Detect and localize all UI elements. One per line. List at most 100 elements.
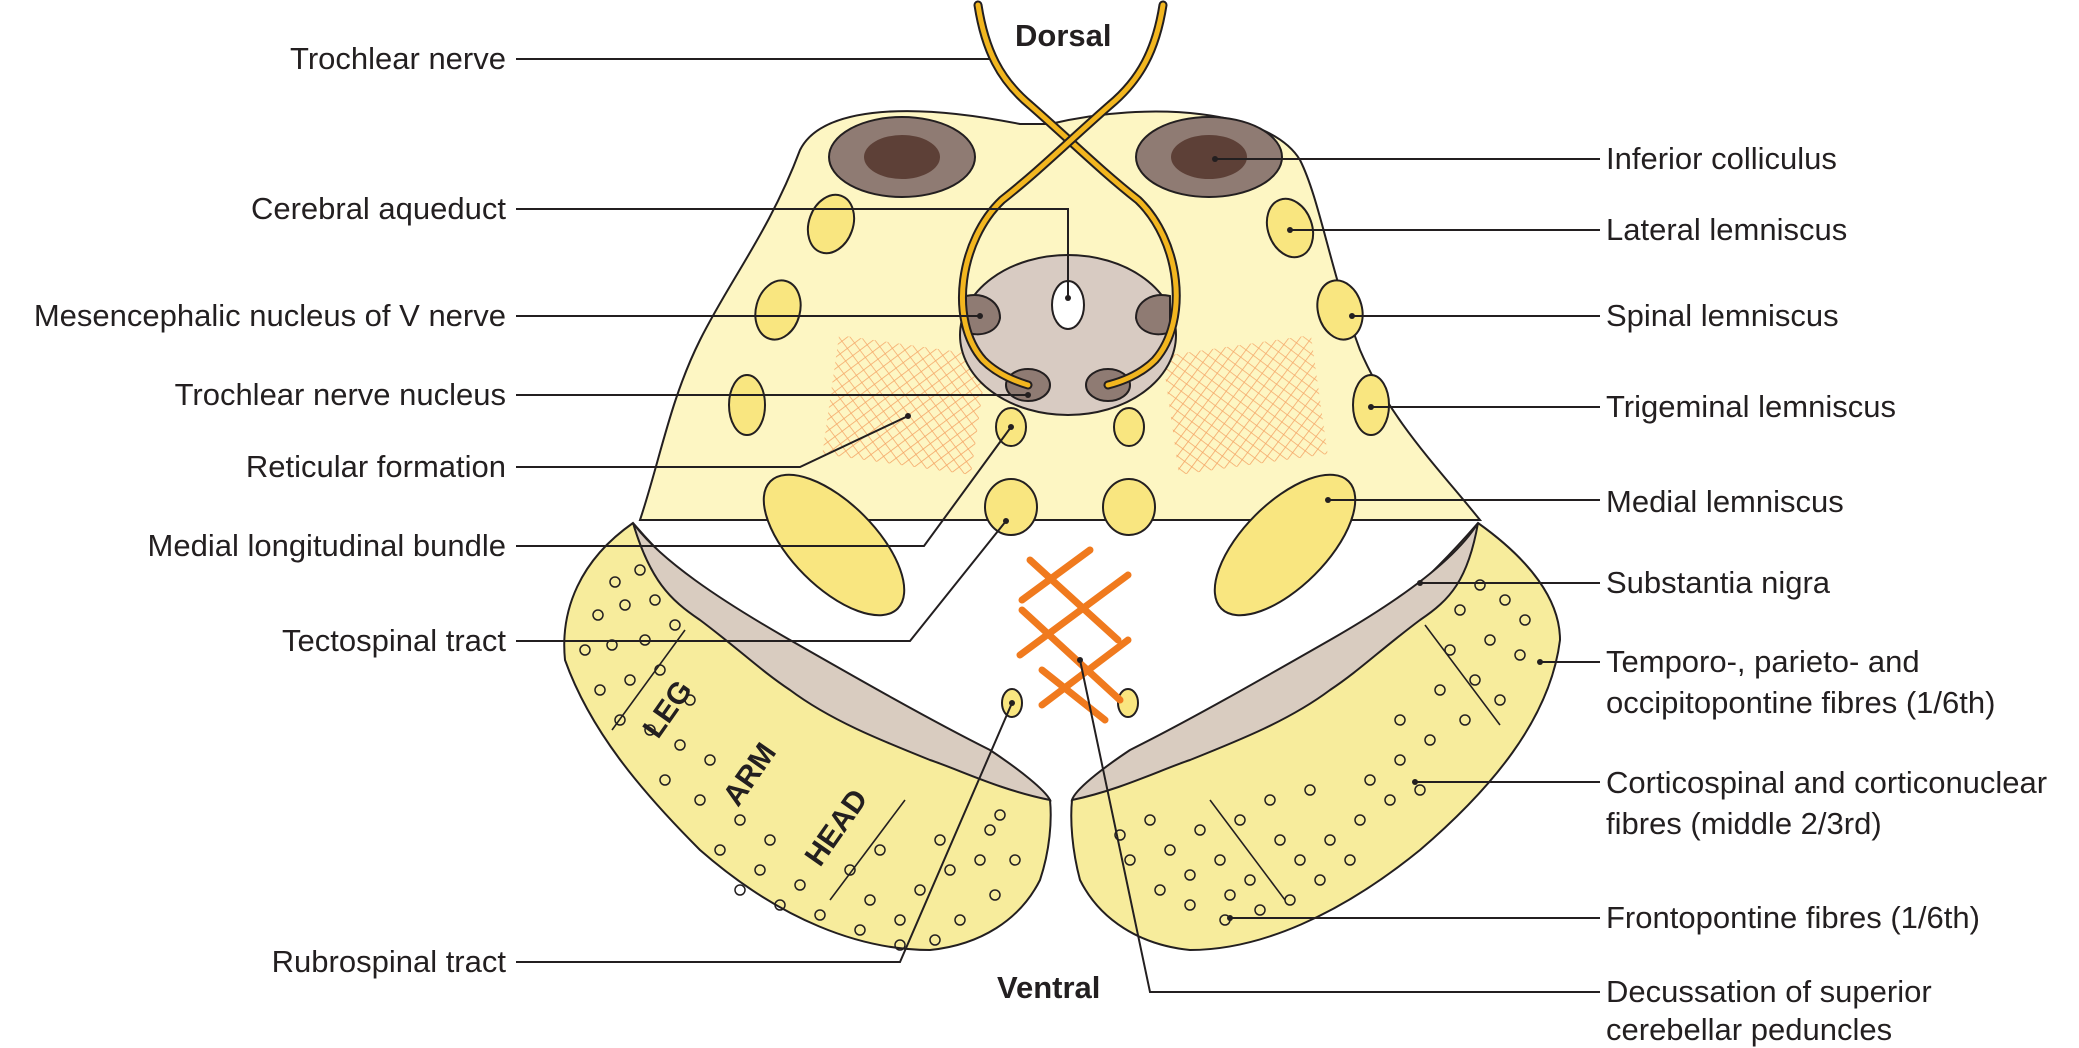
label-reticular-formation: Reticular formation [246, 449, 506, 484]
fibre-circle [894, 939, 906, 951]
fibre-circle [1314, 874, 1326, 886]
fibre-circle [754, 864, 766, 876]
fibre-circle [1254, 904, 1266, 916]
fibre-circle [674, 739, 686, 751]
fibre-circle [1114, 829, 1126, 841]
fibre-circle [1184, 869, 1196, 881]
fibre-circle [894, 914, 906, 926]
fibre-circle [1154, 884, 1166, 896]
labels-left: Trochlear nerve Cerebral aqueduct Mesenc… [34, 41, 507, 979]
label-trochlear-nerve: Trochlear nerve [290, 41, 506, 76]
medial-lemniscus-right [1213, 473, 1357, 617]
fibre-circle [1469, 674, 1481, 686]
label-substantia-nigra: Substantia nigra [1606, 565, 1831, 600]
fibre-circle [914, 884, 926, 896]
label-mesencephalic-nucleus: Mesencephalic nucleus of V nerve [34, 298, 506, 333]
medial-longitudinal-bundle-right [1113, 407, 1145, 447]
fibre-circle [1394, 754, 1406, 766]
fibre-circle [954, 914, 966, 926]
crus-dividers [611, 624, 1501, 901]
fibre-circle [929, 934, 941, 946]
fibre-circle [874, 844, 886, 856]
fibre-circle [684, 694, 696, 706]
label-medial-longitudinal-bundle: Medial longitudinal bundle [148, 528, 506, 563]
fibre-circle [624, 674, 636, 686]
rubrospinal-tract-right [1117, 688, 1139, 718]
fibre-circle [669, 619, 681, 631]
label-medial-lemniscus: Medial lemniscus [1606, 484, 1844, 519]
fibre-circle [1459, 714, 1471, 726]
fibre-circle [1424, 734, 1436, 746]
fibre-circle [854, 924, 866, 936]
fibre-circle [579, 644, 591, 656]
fibre-circle [614, 714, 626, 726]
fibre-circle [1414, 784, 1426, 796]
spinal-lemniscus-right [1316, 279, 1364, 341]
reticular-formation [822, 335, 1328, 475]
labels-right: Inferior colliculus Lateral lemniscus Sp… [1606, 141, 2047, 1047]
label-corticospinal-line1: Corticospinal and corticonuclear [1606, 765, 2047, 800]
fibre-circle [1294, 854, 1306, 866]
orientation-ventral: Ventral [997, 970, 1100, 1005]
label-corticospinal-line2: fibres (middle 2/3rd) [1606, 806, 1882, 841]
mesencephalic-nucleus-left [965, 294, 1002, 336]
fibre-circle [1344, 854, 1356, 866]
fibre-circle [1304, 784, 1316, 796]
fibre-circle [1194, 824, 1206, 836]
label-trochlear-nerve-nucleus: Trochlear nerve nucleus [175, 377, 506, 412]
fibre-circle [592, 609, 604, 621]
label-tectospinal-tract: Tectospinal tract [282, 623, 506, 658]
fibre-circle [1244, 874, 1256, 886]
fibre-circle [1494, 694, 1506, 706]
fibre-circle [1474, 579, 1486, 591]
leader-lines-right [1077, 156, 1600, 993]
label-temporo-parieto-occipitopontine-line1: Temporo-, parieto- and [1606, 644, 1920, 679]
colliculus-core-right [1171, 135, 1247, 179]
fibre-circle [814, 909, 826, 921]
fibre-circle [1519, 614, 1531, 626]
fibre-circle [1364, 774, 1376, 786]
label-lateral-lemniscus: Lateral lemniscus [1606, 212, 1847, 247]
fibre-circle [1394, 714, 1406, 726]
fibre-circle [1124, 854, 1136, 866]
fibre-circle [864, 894, 876, 906]
fibre-circle [1274, 834, 1286, 846]
fibre-circle [1164, 844, 1176, 856]
fibre-circle [1354, 814, 1366, 826]
trochlear-nerve [958, 0, 1181, 390]
label-cerebral-aqueduct: Cerebral aqueduct [251, 191, 506, 226]
fibre-circle [1454, 604, 1466, 616]
label-spinal-lemniscus: Spinal lemniscus [1606, 298, 1839, 333]
fibre-circle [1214, 854, 1226, 866]
fibre-circle [659, 774, 671, 786]
fibre-circle [774, 899, 786, 911]
fibre-circles [579, 564, 1531, 951]
label-trigeminal-lemniscus: Trigeminal lemniscus [1606, 389, 1896, 424]
fibre-circle [1514, 649, 1526, 661]
fibre-circle [1234, 814, 1246, 826]
tectospinal-tract-right [1102, 478, 1156, 536]
fibre-circle [1144, 814, 1156, 826]
orientation-dorsal: Dorsal [1015, 18, 1111, 53]
trigeminal-lemniscus-left [728, 374, 766, 436]
colliculus-core-left [864, 135, 940, 179]
fibre-circle [1184, 899, 1196, 911]
label-frontopontine-fibres: Frontopontine fibres (1/6th) [1606, 900, 1980, 935]
fibre-circle [619, 599, 631, 611]
fibre-circle [984, 824, 996, 836]
fibre-circle [764, 834, 776, 846]
fibre-circle [974, 854, 986, 866]
left-crus-cerebri [563, 521, 1052, 952]
label-rubrospinal-tract: Rubrospinal tract [272, 944, 507, 979]
fibre-circle [989, 889, 1001, 901]
fibre-circle [694, 794, 706, 806]
fibre-circle [609, 576, 621, 588]
fibre-circle [1384, 794, 1396, 806]
fibre-circle [1264, 794, 1276, 806]
decussation-of-superior-cerebellar-peduncles [1016, 546, 1132, 724]
fibre-circle [1009, 854, 1021, 866]
leader-lines-left [516, 58, 1071, 963]
label-decussation-line1: Decussation of superior [1606, 974, 1932, 1009]
